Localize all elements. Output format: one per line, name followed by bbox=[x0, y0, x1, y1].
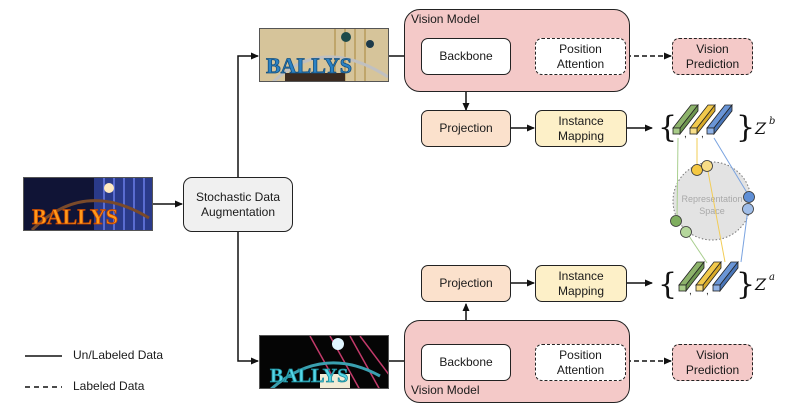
z-a-right-brace: } bbox=[736, 267, 755, 302]
mapping-line-blue-bottom bbox=[740, 208, 749, 263]
bottom-instance-mapping-label: Instance Mapping bbox=[557, 268, 605, 298]
bottom-vision-prediction-label: Vision Prediction bbox=[685, 347, 740, 377]
top-instance-mapping-label: Instance Mapping bbox=[557, 113, 605, 143]
mapping-line-yellow-bottom bbox=[706, 165, 726, 263]
svg-text:,: , bbox=[689, 286, 692, 297]
z-b-label: Z bbox=[754, 119, 767, 138]
point-green-1 bbox=[670, 215, 682, 227]
top-projection-label: Projection bbox=[439, 121, 493, 135]
top-position-attention-label: Position Attention bbox=[556, 41, 605, 71]
top-backbone-box: Backbone bbox=[421, 38, 511, 75]
z-a-left-brace: { bbox=[658, 267, 677, 302]
representation-space-line2: Space bbox=[699, 206, 725, 216]
arrow-augmentation-to-bottom-image bbox=[237, 232, 259, 365]
vector-yellow-b bbox=[689, 103, 716, 136]
input-image-text: BALLYS bbox=[32, 204, 118, 229]
point-yellow-2 bbox=[701, 160, 713, 172]
z-b-vectors: { } , , bbox=[658, 103, 755, 145]
bottom-vision-prediction-box: Vision Prediction bbox=[672, 344, 753, 381]
z-a-vectors: { } , , bbox=[658, 260, 755, 302]
top-instance-mapping-box: Instance Mapping bbox=[535, 110, 627, 147]
input-image: BALLYS bbox=[23, 177, 153, 231]
point-green-2 bbox=[680, 226, 692, 238]
svg-text:,: , bbox=[701, 129, 704, 140]
top-vision-prediction-box: Vision Prediction bbox=[672, 38, 753, 75]
z-b-superscript: b bbox=[769, 116, 775, 127]
bottom-instance-mapping-box: Instance Mapping bbox=[535, 265, 627, 302]
representation-space-line1: Representation bbox=[681, 194, 742, 204]
vector-blue-b bbox=[706, 103, 733, 136]
bottom-backbone-label: Backbone bbox=[439, 355, 493, 369]
top-projection-box: Projection bbox=[421, 110, 511, 147]
vector-blue-a bbox=[712, 260, 739, 293]
top-augmented-image: BALLYS bbox=[259, 28, 389, 82]
bottom-augmented-image: BALLYS bbox=[259, 335, 389, 389]
z-a-label: Z bbox=[754, 275, 767, 294]
vector-green-a bbox=[678, 260, 705, 293]
point-yellow-1 bbox=[691, 164, 703, 176]
legend-dashed-label: Labeled Data bbox=[73, 379, 145, 393]
arrow-augmentation-to-top-image bbox=[237, 52, 259, 177]
bottom-position-attention-box: Position Attention bbox=[535, 344, 626, 381]
top-vision-model-label: Vision Model bbox=[411, 12, 480, 26]
z-b-right-brace: } bbox=[736, 110, 755, 145]
bottom-position-attention-label: Position Attention bbox=[556, 347, 605, 377]
mapping-line-green-bottom bbox=[686, 232, 708, 264]
mapping-line-green-top bbox=[676, 137, 679, 221]
svg-text:,: , bbox=[706, 286, 709, 297]
bottom-backbone-box: Backbone bbox=[421, 344, 511, 381]
stochastic-data-augmentation-box: Stochastic Data Augmentation bbox=[183, 177, 293, 232]
bottom-vision-model-label: Vision Model bbox=[411, 383, 480, 397]
z-b-left-brace: { bbox=[658, 110, 677, 145]
bottom-projection-label: Projection bbox=[439, 276, 493, 290]
top-image-text: BALLYS bbox=[266, 53, 352, 78]
bottom-projection-box: Projection bbox=[421, 265, 511, 302]
vector-green-b bbox=[672, 103, 699, 136]
svg-text:,: , bbox=[684, 129, 687, 140]
mapping-line-blue-top bbox=[713, 137, 750, 197]
top-backbone-label: Backbone bbox=[439, 49, 493, 63]
z-a-superscript: a bbox=[769, 272, 775, 283]
bottom-image-text: BALLYS bbox=[270, 365, 348, 387]
point-blue-1 bbox=[743, 191, 755, 203]
vector-yellow-a bbox=[695, 260, 722, 293]
top-position-attention-box: Position Attention bbox=[535, 38, 626, 75]
augmentation-label: Stochastic Data Augmentation bbox=[195, 189, 281, 219]
legend-solid-label: Un/Labeled Data bbox=[73, 348, 164, 362]
point-blue-2 bbox=[742, 203, 754, 215]
top-vision-prediction-label: Vision Prediction bbox=[685, 41, 740, 71]
